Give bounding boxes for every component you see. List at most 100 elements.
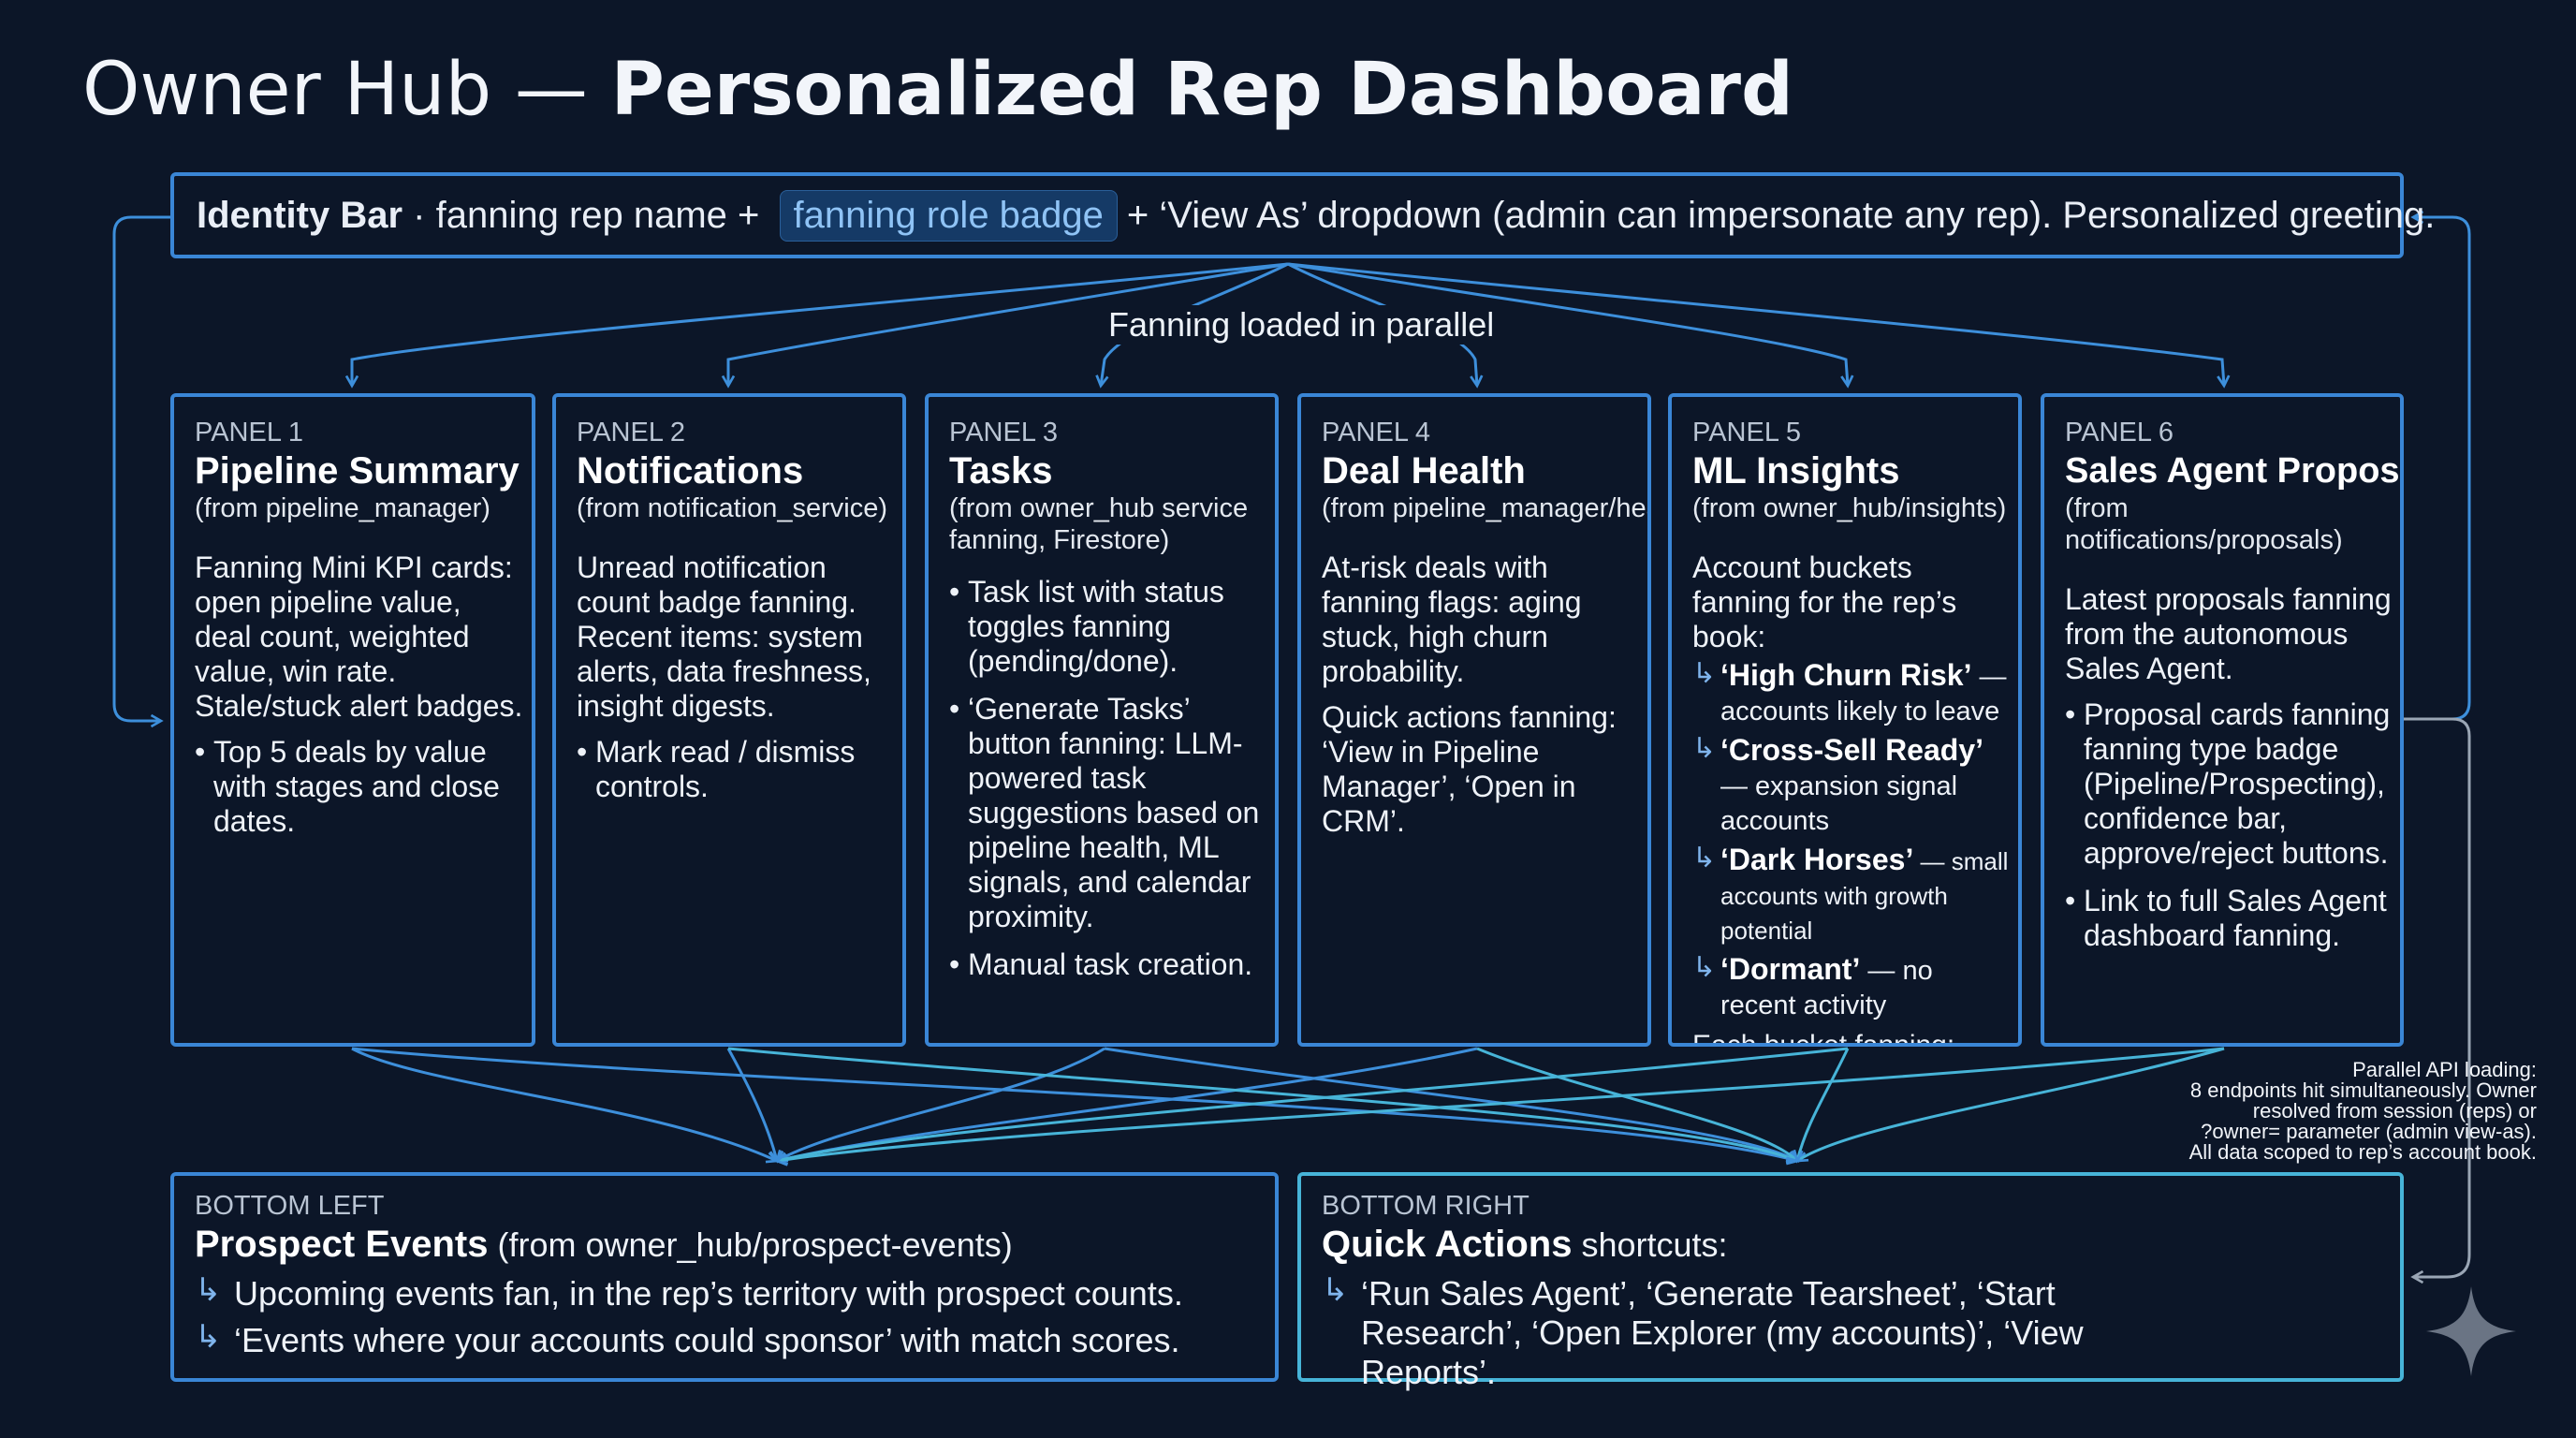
page-title: Owner Hub — Personalized Rep Dashboard	[82, 45, 1793, 135]
panel-title: Notifications	[577, 450, 804, 492]
panel-bullet: Proposal cards fanning fanning type badg…	[2065, 697, 2393, 871]
converge-wire-3-right	[1104, 1047, 1800, 1163]
panel-title: Deal Health	[1322, 450, 1526, 492]
panel-source: (from pipeline_manager/health)	[1322, 493, 1647, 523]
fan-wire-panel-2	[721, 262, 1289, 389]
title-bold: Personalized Rep Dashboard	[610, 48, 1793, 132]
right-loop-wire-up	[2404, 210, 2471, 721]
bottom-row-text: ‘Run Sales Agent’, ‘Generate Tearsheet’,…	[1361, 1274, 2084, 1391]
converge-wire-5-left	[774, 1047, 1849, 1166]
panel-paragraph: Fanning Mini KPI cards: open pipeline va…	[195, 550, 523, 723]
panel-bullet: Link to full Sales Agent dashboard fanni…	[2065, 884, 2393, 953]
converge-wire-2-right	[727, 1047, 1800, 1164]
converge-wire-1-left	[351, 1047, 780, 1164]
bucket-dormant: ↳ ‘Dormant’ — no recent activity	[1692, 952, 2011, 1021]
converge-wire-6-right	[1794, 1047, 2225, 1163]
converge-wire-6-left	[774, 1047, 2225, 1167]
identity-bar-label: Identity Bar	[197, 194, 403, 236]
panel-eyebrow: PANEL 1	[195, 418, 304, 448]
bucket-dark-horses: ↳ ‘Dark Horses’ — small accounts with gr…	[1692, 843, 2011, 946]
return-arrow-icon: ↳	[1692, 733, 1717, 764]
title-light: Owner Hub —	[82, 48, 611, 132]
bucket-desc: — accounts likely to leave	[1720, 662, 2007, 726]
parallel-label: Fanning loaded in parallel	[1105, 305, 1499, 345]
list-item: ↳ Upcoming events fan, in the rep’s terr…	[195, 1272, 1275, 1313]
panel-title: ML Insights	[1692, 450, 1900, 492]
panel-title: Tasks	[949, 450, 1053, 492]
api-note-line: 8 endpoints hit simultaneously. Owner	[2189, 1078, 2537, 1102]
panel-sales-agent-proposals: PANEL 6 Sales Agent Proposals (from noti…	[2041, 393, 2404, 1047]
api-note-line: ?owner= parameter (admin view-as).	[2201, 1120, 2537, 1143]
bucket-desc: — small accounts with growth potential	[1720, 847, 2009, 945]
panel-tasks: PANEL 3 Tasks (from owner_hub service fa…	[925, 393, 1279, 1047]
role-badge: fanning role badge	[779, 189, 1118, 242]
converge-wire-1-right	[351, 1047, 1800, 1166]
bucket-high-churn-risk: ↳ ‘High Churn Risk’ — accounts likely to…	[1692, 658, 2011, 727]
bucket-cross-sell-ready: ↳ ‘Cross-Sell Ready’ — expansion signal …	[1692, 733, 2011, 837]
panel-paragraph: Latest proposals fanning from the autono…	[2065, 582, 2392, 685]
panel-title: Pipeline Summary	[195, 450, 520, 492]
fan-wire-panel-1	[344, 262, 1289, 389]
api-note-line: Parallel API loading:	[2352, 1058, 2537, 1081]
panel-bullet: Top 5 deals by value with stages and clo…	[195, 735, 524, 839]
bucket-name: ‘Cross-Sell Ready’	[1720, 733, 1983, 767]
left-loop-wire	[112, 215, 170, 728]
fan-wire-panel-6	[1287, 262, 2231, 389]
return-arrow-icon: ↳	[1692, 952, 1717, 983]
panel-paragraph: Quick actions fanning: ‘View in Pipeline…	[1322, 700, 1617, 838]
panel-title: Sales Agent Proposals	[2065, 451, 2400, 491]
return-arrow-icon: ↳	[195, 1319, 222, 1355]
panel-ml-insights: PANEL 5 ML Insights (from owner_hub/insi…	[1668, 393, 2022, 1047]
api-note-line: resolved from session (reps) or	[2252, 1099, 2537, 1123]
panel-eyebrow: PANEL 5	[1692, 418, 1802, 448]
return-arrow-icon: ↳	[1692, 843, 1717, 873]
panel-intro: Account buckets fanning for the rep’s bo…	[1692, 550, 1957, 653]
bottom-right-quick-actions: BOTTOM RIGHT Quick Actions shortcuts: ↳ …	[1297, 1172, 2404, 1391]
bottom-row-text: Upcoming events fan, in the rep’s territ…	[234, 1274, 1183, 1313]
identity-bar-text-after: + ‘View As’ dropdown (admin can imperson…	[1126, 194, 2436, 236]
return-arrow-icon: ↳	[1322, 1272, 1349, 1308]
list-item: ↳ ‘Events where your accounts could spon…	[195, 1319, 1275, 1360]
panel-outro: Each bucket fanning: account count + top…	[1692, 1030, 1955, 1047]
right-loop-wire-down	[2404, 717, 2471, 1284]
panel-notifications: PANEL 2 Notifications (from notification…	[552, 393, 906, 1047]
api-loading-note: Parallel API loading: 8 endpoints hit si…	[2144, 1060, 2537, 1163]
identity-bar: Identity Bar · fanning rep name + fannin…	[170, 172, 2435, 258]
panel-pipeline-summary: PANEL 1 Pipeline Summary (from pipeline_…	[170, 393, 535, 1047]
api-note-line: All data scoped to rep’s account book.	[2188, 1140, 2537, 1164]
converge-wire-5-right	[1793, 1048, 1850, 1164]
panel-eyebrow: PANEL 6	[2065, 418, 2174, 448]
panel-source: (from pipeline_manager)	[195, 493, 490, 523]
fan-wire-panel-5	[1287, 262, 1854, 389]
bottom-left-prospect-events: BOTTOM LEFT Prospect Events (from owner_…	[170, 1172, 1279, 1382]
bucket-name: ‘High Churn Risk’	[1720, 658, 1972, 692]
converge-wire-4-right	[1476, 1047, 1799, 1163]
bottom-eyebrow: BOTTOM LEFT	[195, 1191, 385, 1221]
return-arrow-icon: ↳	[1692, 658, 1717, 689]
panel-source: (from owner_hub service fanning, Firesto…	[949, 493, 1249, 555]
bucket-desc: — no recent activity	[1720, 956, 1933, 1020]
list-item: ↳ ‘Run Sales Agent’, ‘Generate Tearsheet…	[1322, 1272, 2400, 1392]
bottom-title: Prospect Events	[195, 1224, 489, 1265]
panel-bullet: ‘Generate Tasks’ button fanning: LLM-pow…	[949, 692, 1267, 934]
identity-bar-text-before: · fanning rep name +	[402, 194, 770, 236]
panel-paragraph: At-risk deals with fanning flags: aging …	[1322, 550, 1582, 688]
sparkle-icon	[2426, 1286, 2516, 1376]
bottom-eyebrow: BOTTOM RIGHT	[1322, 1191, 1530, 1221]
panel-deal-health: PANEL 4 Deal Health (from pipeline_manag…	[1297, 393, 1651, 1047]
bottom-subtitle: shortcuts:	[1572, 1225, 1728, 1264]
panel-source: (from notification_service)	[577, 493, 887, 523]
panel-bullet: Manual task creation.	[949, 947, 1267, 982]
bottom-subtitle: (from owner_hub/prospect-events)	[488, 1225, 1013, 1264]
panel-source: (from owner_hub/insights)	[1692, 493, 2007, 523]
panel-eyebrow: PANEL 3	[949, 418, 1059, 448]
bucket-desc: — expansion signal accounts	[1720, 771, 1958, 836]
bucket-name: ‘Dormant’	[1720, 952, 1861, 986]
converge-wire-3-left	[774, 1047, 1105, 1163]
panel-source: (from notifications/proposals)	[2065, 493, 2343, 555]
panel-bullet: Task list with status toggles fanning (p…	[949, 575, 1267, 679]
bucket-name: ‘Dark Horses’	[1720, 843, 1914, 876]
bottom-title: Quick Actions	[1322, 1224, 1573, 1265]
panel-eyebrow: PANEL 4	[1322, 418, 1431, 448]
